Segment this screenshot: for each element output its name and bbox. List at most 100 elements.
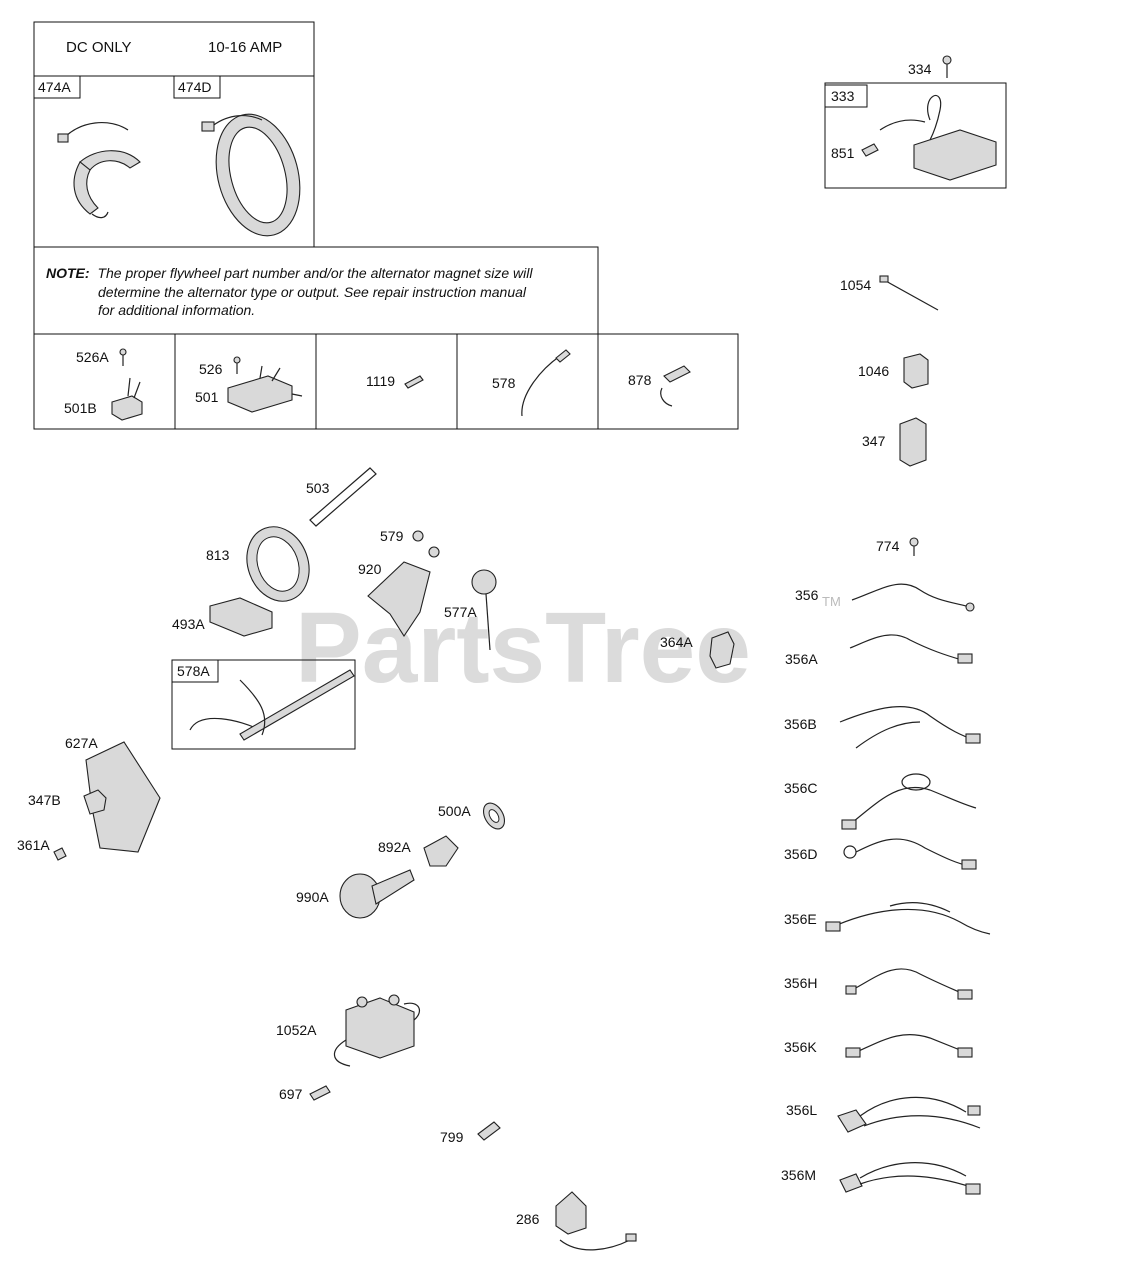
label-474D[interactable]: 474D (178, 79, 211, 95)
label-1054[interactable]: 1054 (840, 277, 871, 293)
label-333[interactable]: 333 (831, 88, 855, 104)
label-361A[interactable]: 361A (17, 837, 50, 853)
label-356B[interactable]: 356B (784, 716, 817, 732)
label-334[interactable]: 334 (908, 61, 932, 77)
part-1052A-solenoid[interactable] (333, 994, 421, 1067)
part-799-screw[interactable] (477, 1121, 501, 1141)
part-333-ignition-coil[interactable] (879, 95, 997, 181)
label-286[interactable]: 286 (516, 1211, 540, 1227)
part-1054-cable-tie[interactable] (879, 275, 939, 311)
label-526[interactable]: 526 (199, 361, 223, 377)
label-501B[interactable]: 501B (64, 400, 97, 416)
label-990A[interactable]: 990A (296, 889, 329, 905)
label-356C[interactable]: 356C (784, 780, 817, 796)
part-347-connector[interactable] (899, 417, 927, 467)
label-878[interactable]: 878 (628, 372, 652, 388)
part-1046-connector[interactable] (903, 353, 929, 389)
label-1052A[interactable]: 1052A (276, 1022, 317, 1038)
label-1046[interactable]: 1046 (858, 363, 889, 379)
label-1119[interactable]: 1119 (366, 373, 395, 389)
label-627A[interactable]: 627A (65, 735, 98, 751)
part-356D-wire[interactable] (843, 838, 977, 870)
label-892A[interactable]: 892A (378, 839, 411, 855)
part-334-screw[interactable] (942, 55, 952, 78)
label-356K[interactable]: 356K (784, 1039, 817, 1055)
label-356E[interactable]: 356E (784, 911, 817, 927)
label-474A[interactable]: 474A (38, 79, 71, 95)
part-500A-washer[interactable] (479, 799, 509, 832)
part-356B-wire[interactable] (839, 705, 981, 749)
note-line3: for additional information. (98, 302, 255, 318)
part-356E-wire[interactable] (825, 902, 991, 935)
note-box: NOTE: The proper flywheel part number an… (33, 246, 599, 335)
part-578A-harness[interactable] (189, 669, 355, 741)
label-493A[interactable]: 493A (172, 616, 205, 632)
note-line1: The proper flywheel part number and/or t… (97, 265, 533, 281)
part-892A-nut[interactable] (423, 835, 459, 867)
part-526A-screw[interactable] (119, 348, 127, 366)
part-493A-bracket[interactable] (209, 597, 273, 637)
label-356M[interactable]: 356M (781, 1167, 816, 1183)
label-579[interactable]: 579 (380, 528, 404, 544)
label-813[interactable]: 813 (206, 547, 230, 563)
part-503-strap[interactable] (309, 467, 377, 527)
svg-text:NOTE: The proper flywhee: NOTE: The proper flywheel part number an… (46, 265, 533, 281)
watermark: PartsTree (295, 592, 751, 704)
label-774[interactable]: 774 (876, 538, 900, 554)
label-356A[interactable]: 356A (785, 651, 818, 667)
label-578A[interactable]: 578A (177, 663, 210, 679)
part-356C-wire[interactable] (841, 773, 977, 830)
part-356M-wire[interactable] (839, 1162, 981, 1195)
part-501-regulator[interactable] (227, 365, 303, 413)
part-286-bracket[interactable] (555, 1191, 637, 1251)
part-526-screw[interactable] (233, 356, 241, 374)
part-356H-wire[interactable] (845, 968, 973, 1000)
label-347B[interactable]: 347B (28, 792, 61, 808)
part-579-nut[interactable] (412, 530, 440, 558)
part-990A-knob[interactable] (339, 869, 415, 919)
alternator-box: DC ONLY 10-16 AMP 474A 474D (33, 21, 315, 248)
part-920-bracket[interactable] (367, 561, 431, 638)
label-851[interactable]: 851 (831, 145, 855, 161)
label-356H[interactable]: 356H (784, 975, 817, 991)
part-474D-stator[interactable] (201, 105, 313, 245)
note-line2: determine the alternator type or output.… (98, 284, 527, 300)
small-parts-row: 526A 501B 526 501 1119 578 878 (33, 333, 739, 430)
watermark-tm: TM (822, 594, 841, 609)
label-501[interactable]: 501 (195, 389, 219, 405)
part-577A-plug[interactable] (471, 569, 497, 651)
label-347[interactable]: 347 (862, 433, 886, 449)
part-1119-fastener[interactable] (404, 375, 424, 389)
label-526A[interactable]: 526A (76, 349, 109, 365)
label-577A[interactable]: 577A (444, 604, 477, 620)
part-361A-screw[interactable] (53, 847, 67, 861)
label-356L[interactable]: 356L (786, 1102, 817, 1118)
part-697-screw[interactable] (309, 1085, 331, 1101)
label-500A[interactable]: 500A (438, 803, 471, 819)
part-878-clip[interactable] (660, 365, 691, 407)
part-813-band[interactable] (237, 518, 319, 610)
part-347B-connector[interactable] (83, 789, 107, 815)
label-578[interactable]: 578 (492, 375, 516, 391)
label-697[interactable]: 697 (279, 1086, 303, 1102)
part-356A-wire[interactable] (849, 634, 973, 664)
part-356L-wire[interactable] (837, 1096, 981, 1133)
label-364A[interactable]: 364A (660, 634, 693, 650)
part-474A-stator[interactable] (57, 122, 141, 219)
label-503[interactable]: 503 (306, 480, 330, 496)
label-799[interactable]: 799 (440, 1129, 464, 1145)
part-501B-rectifier[interactable] (111, 377, 143, 421)
part-356K-wire[interactable] (845, 1034, 973, 1058)
part-364A-switch[interactable] (709, 631, 735, 669)
part-578-wire[interactable] (521, 349, 571, 417)
part-356-wire[interactable] (851, 583, 975, 612)
amp-range-text: 10-16 AMP (208, 39, 282, 56)
part-774-screw[interactable] (909, 537, 919, 556)
label-356D[interactable]: 356D (784, 846, 817, 862)
label-920[interactable]: 920 (358, 561, 382, 577)
part-851-screw[interactable] (861, 143, 879, 157)
label-356[interactable]: 356 (795, 587, 819, 603)
note-prefix: NOTE: (46, 265, 90, 281)
ignition-box: 333 851 (824, 82, 1007, 189)
dc-only-text: DC ONLY (66, 39, 132, 56)
